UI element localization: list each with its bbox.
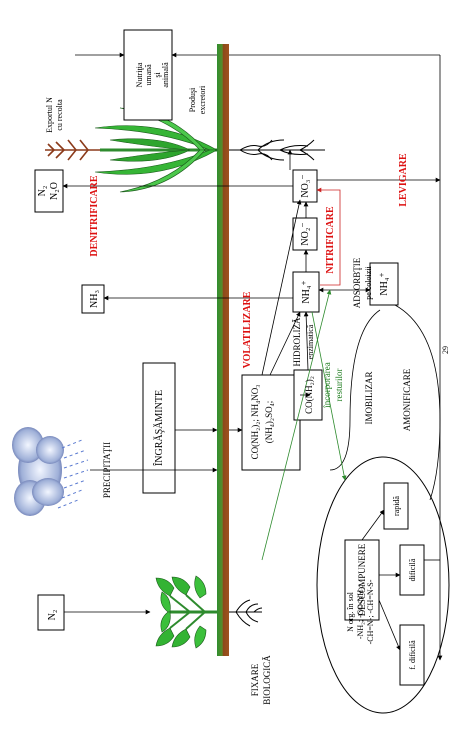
f-dificila-label: f. dificilă [408, 640, 417, 670]
bean-roots-icon [229, 599, 263, 627]
no2-label: NO₂⁻ [300, 222, 311, 245]
resturilor-label: resturilor [334, 369, 344, 402]
adsorbtie-label: ADSORBŢIE [352, 257, 362, 308]
export-line2: cu recolta [55, 99, 64, 131]
fertilizer-line1: CO(NH₂)₂; NH₄NO₃ [250, 385, 260, 460]
levigare-label: LEVIGARE [398, 153, 409, 207]
pe-coloizi-label: pe coloizii [364, 265, 373, 299]
soil-strip [217, 44, 229, 656]
n2o-label: N₂O [49, 182, 60, 200]
export-line1: Exportul N [45, 97, 54, 133]
human-animal-food-box [123, 29, 173, 121]
incorporarea-label: încorporarea [322, 362, 332, 408]
corn-plant-icon [94, 107, 219, 193]
amonificare-label: AMONIFICARE [402, 368, 412, 431]
nh4-soil-box [292, 271, 320, 313]
page-number: 29 [441, 346, 450, 354]
n2-box [37, 594, 65, 631]
rapida-label: rapidă [392, 496, 401, 516]
n2-label-top: N₂ [37, 186, 48, 197]
human-food-line3: şi [153, 72, 162, 78]
no2-box [292, 217, 318, 251]
precipitatii-label: PRECIPITAŢII [102, 442, 112, 498]
descompunere-box [344, 539, 380, 621]
produsi-line1: Produşi [188, 87, 197, 112]
organic-n-ellipse [316, 456, 450, 714]
groups-line1: -NH₂; -CO-NH₂; [356, 585, 365, 639]
imobilizar-label: IMOBILIZAR [364, 372, 374, 425]
no3-label: NO₃⁻ [300, 174, 311, 197]
dificila-box [399, 544, 425, 596]
hidroliza-label: HIDROLIZĂ [292, 317, 302, 366]
n-org-label: N org. în sol [346, 591, 355, 632]
corn-roots-icon [229, 139, 325, 161]
fixare-line1: FIXARE [250, 663, 260, 696]
ingrasaminte-box [142, 362, 176, 494]
human-food-line2: umană [144, 64, 153, 86]
f-dificila-box [399, 624, 425, 686]
rapida-box [383, 482, 409, 530]
fertilizer-line2: (NH₄)₂SO₄; [264, 401, 274, 443]
dificila-label: dificilă [408, 558, 417, 581]
nitrificare-label: NITRIFICARE [325, 206, 336, 274]
rain-cloud-icon [12, 427, 89, 516]
n2-n2o-box [34, 169, 64, 213]
corn-tassel-icon [45, 139, 100, 161]
n2-label: N₂ [47, 610, 58, 621]
nh4-adsorbed-label: NH₄⁺ [379, 272, 390, 295]
enzimatica-label: enzimatică [306, 324, 315, 359]
nh4-label: NH₄⁺ [301, 280, 312, 303]
human-food-line4: animală [161, 62, 170, 88]
produsi-line2: excretori [198, 85, 207, 114]
bean-plant-icon [155, 575, 217, 649]
nh4-adsorbed-box [369, 262, 399, 306]
groups-line2: -CH=N-; -CH=N-S- [366, 579, 375, 644]
volatilizare-label: VOLATILIZARE [242, 291, 253, 368]
ingrasaminte-label: ÎNGRĂŞĂMINTE [153, 390, 165, 466]
urea-label: CO(NH₂)₂ [304, 376, 314, 414]
fertilizer-compounds-box [241, 374, 301, 471]
nh3-label: NH₃ [89, 290, 100, 308]
human-food-line1: Nutriţia [135, 62, 144, 87]
denitrificare-label: DENITRIFICARE [89, 175, 100, 256]
descompunere-label: DESCOMPUNERE [357, 543, 367, 616]
fixare-line2: BIOLOGICĂ [262, 655, 272, 705]
